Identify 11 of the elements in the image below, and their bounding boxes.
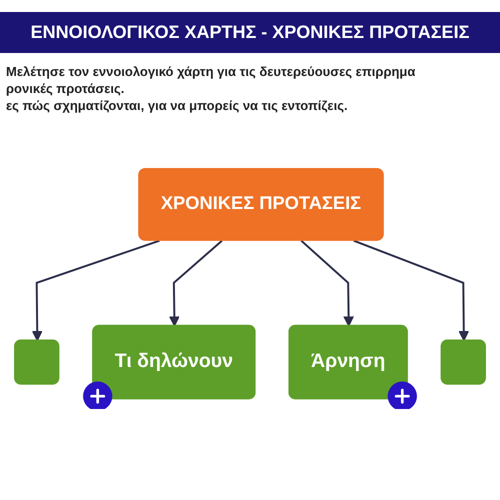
concept-box bbox=[440, 340, 486, 385]
arrow bbox=[168, 240, 223, 327]
arrow bbox=[300, 240, 354, 327]
instruction-text: Μελέτησε τον εννοιολογικό χάρτη για τις δευτερεύουσες επιρρημα bbox=[6, 63, 416, 80]
instruction-text: ες πώς σχηματίζονται, για να μπορείς να τις εντοπίζεις. bbox=[6, 97, 348, 114]
topic-box: ΧΡΟΝΙΚΕΣ ΠΡΟΤΑΣΕΙΣ bbox=[138, 168, 384, 241]
arrow bbox=[32, 240, 160, 342]
instruction-text: ρονικές προτάσεις. bbox=[6, 80, 124, 97]
title-banner: ΕΝΝΟΙΟΛΟΓΙΚΟΣ ΧΑΡΤΗΣ - ΧΡΟΝΙΚΕΣ ΠΡΟΤΑΣΕΙΣ bbox=[0, 12, 500, 53]
concept-box bbox=[14, 340, 60, 385]
arrow bbox=[353, 240, 470, 342]
